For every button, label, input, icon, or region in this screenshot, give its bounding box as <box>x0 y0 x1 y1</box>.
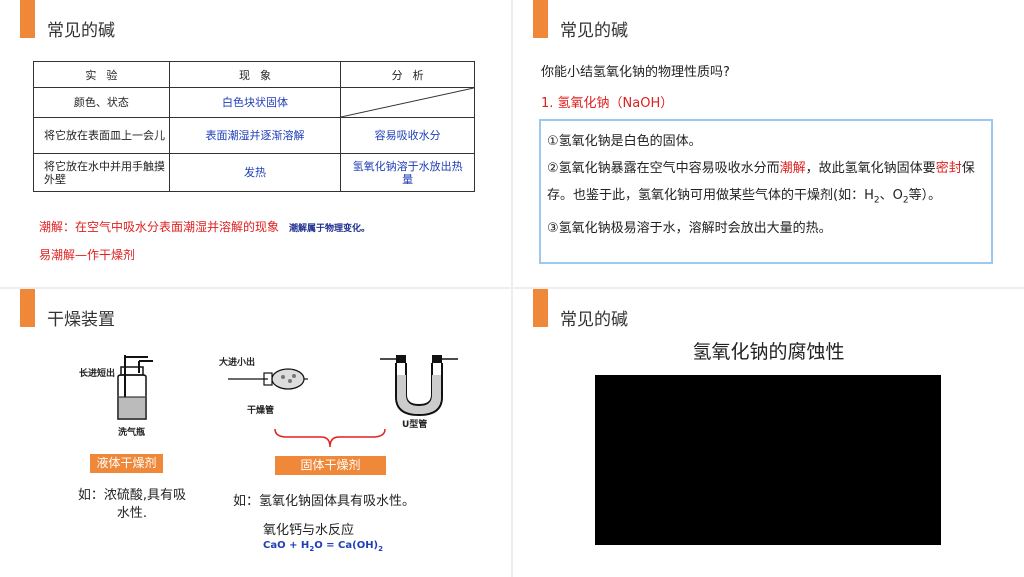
table-cell: 白色块状固体 <box>168 87 342 118</box>
cao-equation: CaO + H2O = Ca(OH)2 <box>263 540 383 553</box>
property-2-text: 等）。 <box>908 188 942 203</box>
slide-title: 干燥装置 <box>47 310 115 330</box>
title-accent-bar <box>533 289 548 327</box>
property-2: ②氢氧化钠暴露在空气中容易吸收水分而潮解，故此氢氧化钠固体要密封保存。也鉴于此，… <box>547 155 985 215</box>
experiment-table: 实验 现象 分析 颜色、状态 白色块状固体 将它放在表面皿上一会儿 表面潮湿并逐… <box>33 61 475 192</box>
title-accent-bar <box>20 0 35 38</box>
slide-naoh-properties[interactable]: 常见的碱 你能小结氢氧化钠的物理性质吗? 1. 氢氧化钠（NaOH） ①氢氧化钠… <box>513 0 1024 287</box>
header-analysis: 分析 <box>340 61 475 88</box>
slide-title: 常见的碱 <box>560 310 628 330</box>
naoh-subtitle: 1. 氢氧化钠（NaOH） <box>541 96 674 111</box>
video-player[interactable] <box>595 375 941 545</box>
question-text: 你能小结氢氧化钠的物理性质吗? <box>541 65 730 80</box>
slide-title: 常见的碱 <box>560 21 628 41</box>
label-long-in-short-out: 长进短出 <box>79 369 116 379</box>
property-2-text: 保存。也鉴于此，氢氧化钠可用做某些气体的干燥剂(如：H <box>547 161 975 203</box>
header-experiment: 实验 <box>33 61 170 88</box>
label-wash-bottle: 洗气瓶 <box>118 428 146 438</box>
brace-icon <box>274 428 386 448</box>
table-cell: 表面潮湿并逐渐溶解 <box>168 117 342 154</box>
table-cell: 发热 <box>168 153 342 192</box>
table-cell: 容易吸收水分 <box>340 117 475 154</box>
property-2-text: 、O <box>879 188 903 203</box>
cao-reaction-text: 氧化钙与水反应 <box>263 523 355 538</box>
slide-naoh-corrosiveness[interactable]: 常见的碱 氢氧化钠的腐蚀性 <box>513 289 1024 577</box>
tag-solid-desiccant: 固体干燥剂 <box>275 456 386 475</box>
u-tube-icon <box>380 355 458 417</box>
title-accent-bar <box>20 289 35 327</box>
table-header-row: 实验 现象 分析 <box>33 61 475 88</box>
wash-bottle-icon <box>117 355 153 420</box>
equation-part: CaO + H <box>263 540 310 551</box>
table-cell-diagonal <box>340 87 475 118</box>
property-1: ①氢氧化钠是白色的固体。 <box>547 134 702 149</box>
tag-liquid-desiccant: 液体干燥剂 <box>90 454 163 473</box>
equation-part: O = Ca(OH) <box>314 540 379 551</box>
table-row: 将它放在水中并用手触摸外壁 发热 氢氧化钠溶于水放出热量 <box>33 153 475 192</box>
keyword-sealed: 密封 <box>935 161 962 176</box>
property-2-text: ，故此氢氧化钠固体要 <box>805 161 936 176</box>
label-drying-tube: 干燥管 <box>247 406 275 416</box>
keyword-deliquescence: 潮解 <box>779 161 806 176</box>
drying-tube-icon <box>228 368 308 390</box>
table-cell: 将它放在水中并用手触摸外壁 <box>33 153 170 192</box>
slide-drying-apparatus[interactable]: 干燥装置 长进短出 洗气瓶 大进小出 干燥管 U型管 液体干燥剂 固体干燥剂 <box>0 289 511 577</box>
subscript: 2 <box>378 545 384 553</box>
subscript: 2 <box>873 195 880 206</box>
table-cell: 氢氧化钠溶于水放出热量 <box>340 153 475 192</box>
header-phenomenon: 现象 <box>168 61 342 88</box>
deliquescence-note: 潮解：在空气中吸水分表面潮湿并溶解的现象潮解属于物理变化。 <box>39 218 370 235</box>
table-row: 将它放在表面皿上一会儿 表面潮湿并逐渐溶解 容易吸收水分 <box>33 117 475 154</box>
subscript: 2 <box>309 545 315 553</box>
desiccant-note: 易潮解—作干燥剂 <box>39 248 136 262</box>
liquid-desiccant-example: 如：浓硫酸,具有吸水性. <box>77 488 187 521</box>
solid-desiccant-example: 如：氢氧化钠固体具有吸水性。 <box>233 494 416 509</box>
diagonal-line <box>341 88 474 117</box>
table-row: 颜色、状态 白色块状固体 <box>33 87 475 118</box>
subscript: 2 <box>902 195 909 206</box>
table-cell: 将它放在表面皿上一会儿 <box>33 117 170 154</box>
slide-common-bases-table[interactable]: 常见的碱 实验 现象 分析 颜色、状态 白色块状固体 将它放在表面皿上一会儿 表… <box>0 0 511 287</box>
label-big-in-small-out: 大进小出 <box>219 358 256 368</box>
property-2-text: ②氢氧化钠暴露在空气中容易吸收水分而 <box>547 161 780 176</box>
deliquescence-definition: 潮解：在空气中吸水分表面潮湿并溶解的现象 <box>39 220 280 234</box>
table-cell: 颜色、状态 <box>33 87 170 118</box>
content-title: 氢氧化钠的腐蚀性 <box>692 341 845 363</box>
label-u-tube: U型管 <box>402 420 428 430</box>
slide-title: 常见的碱 <box>47 21 115 41</box>
property-3: ③氢氧化钠极易溶于水，溶解时会放出大量的热。 <box>547 220 832 236</box>
properties-box: ①氢氧化钠是白色的固体。 ②氢氧化钠暴露在空气中容易吸收水分而潮解，故此氢氧化钠… <box>539 119 993 264</box>
physical-change-note: 潮解属于物理变化。 <box>289 224 371 234</box>
title-accent-bar <box>533 0 548 38</box>
